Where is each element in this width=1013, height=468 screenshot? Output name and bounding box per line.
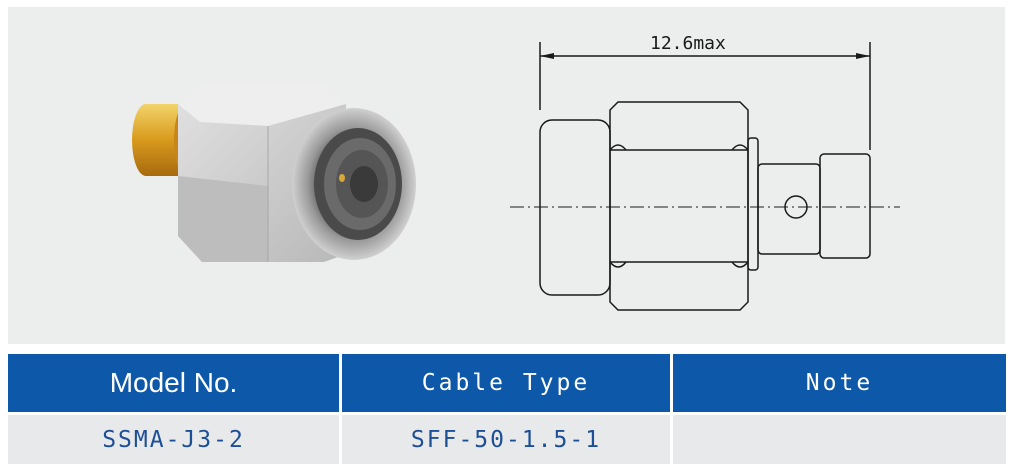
cell-note <box>673 415 1006 464</box>
spec-table: Model No. Cable Type Note SSMA-J3-2 SFF-… <box>8 354 1006 464</box>
header-note: Note <box>673 354 1006 412</box>
cell-model-no: SSMA-J3-2 <box>8 415 339 464</box>
cell-value: SFF-50-1.5-1 <box>410 426 602 453</box>
header-label: Note <box>805 370 874 396</box>
sma-plug-photo-icon <box>132 82 416 262</box>
cell-value: SSMA-J3-2 <box>102 426 245 453</box>
dimension-label: 12.6max <box>650 33 726 54</box>
connector-technical-drawing-icon <box>510 42 900 311</box>
header-label: Cable Type <box>421 370 591 396</box>
cell-cable-type: SFF-50-1.5-1 <box>342 415 670 464</box>
header-cable-type: Cable Type <box>342 354 670 412</box>
header-model-no: Model No. <box>8 354 339 412</box>
header-label: Model No. <box>109 367 238 398</box>
